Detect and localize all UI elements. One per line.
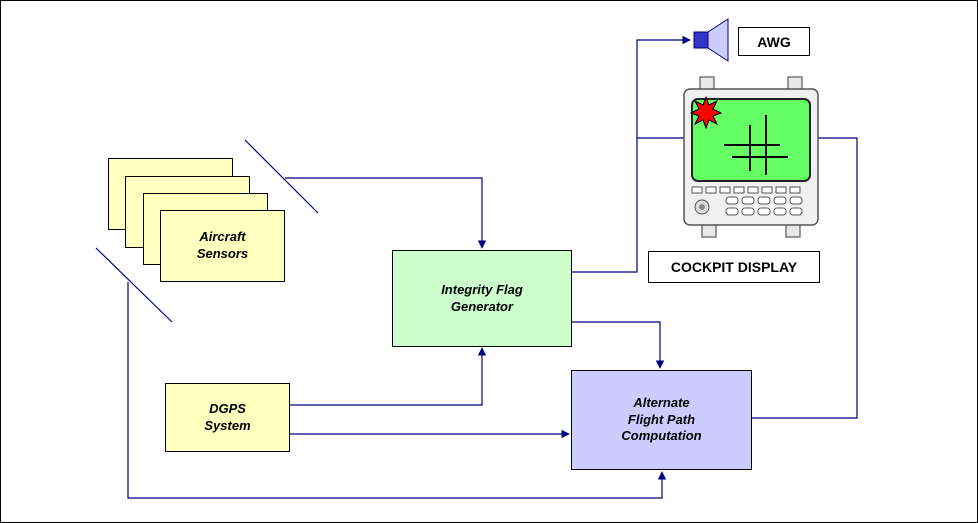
bus-slash-bottom <box>95 247 173 323</box>
bus-slash-top <box>244 139 319 214</box>
alternate-flight-path-box: Alternate Flight Path Computation <box>571 370 752 470</box>
sensors-to-integrity-line <box>285 177 487 249</box>
speaker-icon <box>693 18 729 62</box>
cockpit-display-icon <box>683 76 819 238</box>
sensors-to-alternate-line <box>127 282 667 499</box>
dgps-to-integrity-line <box>290 347 487 406</box>
aircraft-sensors-box: Aircraft Sensors <box>160 210 285 282</box>
integrity-to-alternate-line <box>572 321 665 369</box>
integrity-flag-generator-box: Integrity Flag Generator <box>392 250 572 347</box>
integrity-to-awg-line <box>572 35 691 273</box>
dgps-system-box: DGPS System <box>165 383 290 452</box>
awg-label: AWG <box>738 27 810 56</box>
alternate-to-cockpit-line <box>752 133 858 419</box>
cockpit-display-label: COCKPIT DISPLAY <box>648 251 820 283</box>
